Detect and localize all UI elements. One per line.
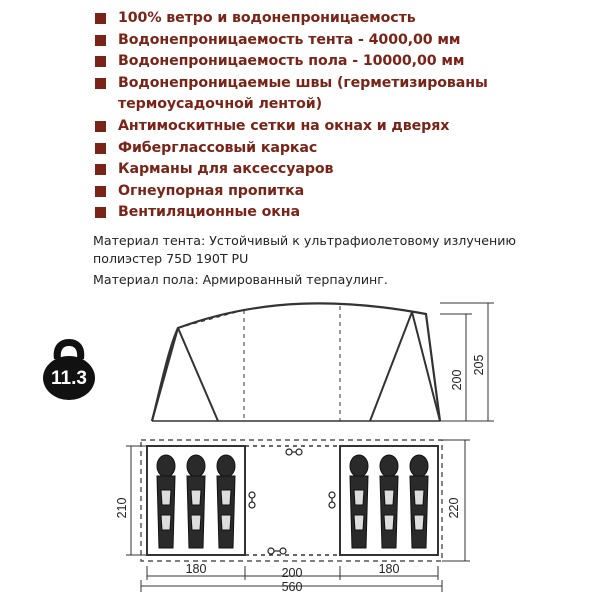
feature-text: Огнеупорная пропитка (118, 182, 305, 199)
feature-item: Вентиляционные окна (92, 202, 597, 224)
feature-item: Водонепроницаемость пола - 10000,00 мм (92, 51, 597, 73)
outer-depth-label: 220 (447, 498, 461, 519)
square-bullet-icon (95, 185, 106, 197)
square-bullet-icon (95, 120, 106, 132)
zipper-icon (285, 448, 303, 456)
sleeping-bag-icon (216, 454, 236, 549)
width-dimensions (140, 566, 443, 592)
floor-material-text: Материал пола: Армированный терпаулинг. (93, 272, 388, 287)
height-dimensions (440, 302, 494, 422)
weight-value: 11.3 (51, 368, 87, 389)
feature-item: Карманы для аксессуаров (92, 159, 597, 181)
feature-item: 100% ветро и водонепроницаемость (92, 8, 597, 30)
sleeping-bag-icon (349, 454, 369, 549)
feature-item: Антимоскитные сетки на окнах и дверях (92, 116, 597, 138)
vestibule-width-label: 200 (282, 566, 303, 580)
inner-depth-label: 210 (115, 498, 129, 519)
sleeping-bags (156, 454, 429, 549)
zipper-icon (248, 491, 256, 509)
sleeping-bag-icon (409, 454, 429, 549)
total-width-label: 560 (282, 580, 303, 594)
zipper-icon (267, 547, 287, 555)
inner-height-label: 200 (450, 370, 464, 391)
feature-item: Огнеупорная пропитка (92, 181, 597, 203)
feature-text: Антимоскитные сетки на окнах и дверях (118, 117, 450, 134)
bedroom-right-width-label: 180 (379, 562, 400, 576)
feature-text: 100% ветро и водонепроницаемость (118, 10, 416, 26)
kettlebell-weight-icon: 11.3 (40, 337, 98, 401)
bedroom-left-width-label: 180 (186, 562, 207, 576)
tent-material-text: Материал тента: Устойчивый к ультрафиоле… (93, 233, 516, 266)
floor-plan (140, 439, 443, 562)
feature-item: Водонепроницаемые швы (герметизированы т… (92, 73, 597, 116)
depth-dimensions (126, 439, 470, 562)
feature-item: Водонепроницаемость тента - 4000,00 мм (92, 30, 597, 52)
feature-list: 100% ветро и водонепроницаемость Водонеп… (92, 8, 597, 224)
tent-side-view (150, 302, 442, 422)
square-bullet-icon (95, 77, 106, 89)
outer-height-label: 205 (472, 355, 486, 376)
sleeping-bag-icon (186, 454, 206, 549)
square-bullet-icon (95, 56, 106, 68)
zipper-icon (328, 491, 336, 509)
feature-text: Фиберглассовый каркас (118, 139, 318, 156)
feature-text: Водонепроницаемость пола - 10000,00 мм (118, 53, 465, 70)
feature-text: Вентиляционные окна (118, 204, 300, 221)
feature-item: Фиберглассовый каркас (92, 138, 597, 160)
square-bullet-icon (95, 164, 106, 176)
feature-text: Водонепроницаемые швы (герметизированы т… (118, 74, 488, 113)
square-bullet-icon (95, 13, 106, 24)
feature-text: Водонепроницаемость тента - 4000,00 мм (118, 31, 461, 48)
feature-text: Карманы для аксессуаров (118, 161, 334, 178)
sleeping-bag-icon (379, 454, 399, 549)
square-bullet-icon (95, 34, 106, 46)
square-bullet-icon (95, 142, 106, 154)
sleeping-bag-icon (156, 454, 176, 549)
square-bullet-icon (95, 207, 106, 219)
